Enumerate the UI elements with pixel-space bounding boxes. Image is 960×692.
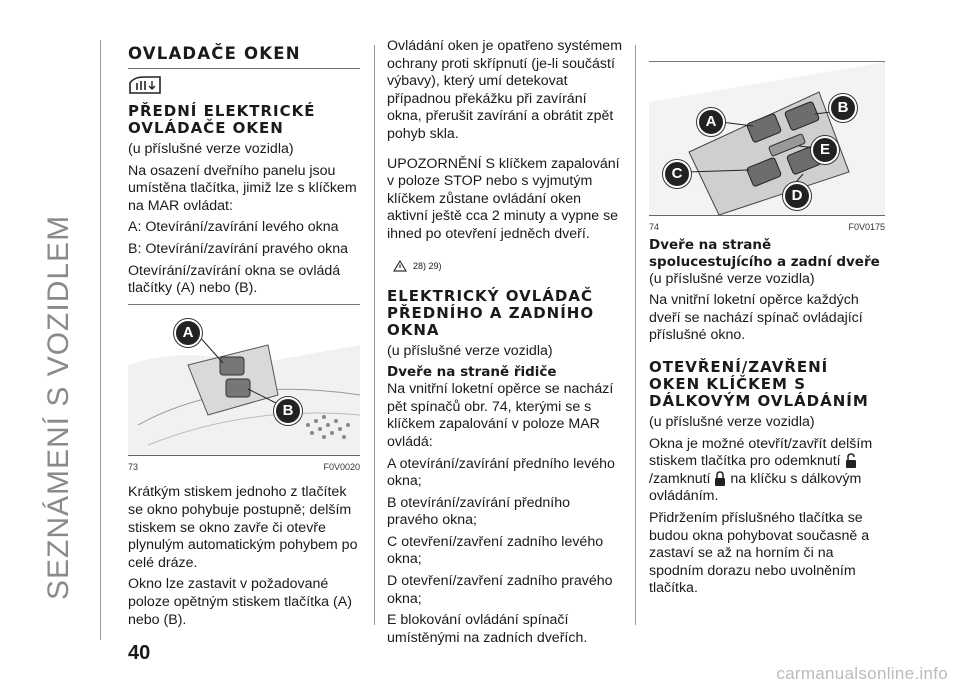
figure-top-rule: [649, 61, 885, 62]
side-title-text: SEZNÁMENÍ S VOZIDLEM: [42, 214, 75, 600]
window-icon: [128, 75, 360, 97]
body-text: Okno lze zastavit v požadované poloze op…: [128, 576, 352, 628]
item-c: C otevření/zavření zadního levého okna;: [387, 533, 604, 568]
page-title: OVLADAČE OKEN: [128, 44, 301, 63]
callout-a: A: [174, 318, 202, 347]
figure-code: F0V0175: [848, 222, 885, 232]
figure-top-rule: [128, 303, 360, 305]
warning-icon: [393, 260, 407, 272]
column-2: Ovládání oken je opatřeno systémem ochra…: [387, 38, 623, 651]
reference-line: 28) 29): [393, 258, 623, 274]
body-text: Na vnitřní loketní opěrce se nachází pět…: [387, 381, 614, 450]
callout-b: B: [274, 396, 302, 425]
column-divider-1: [374, 45, 375, 625]
section-title-front-rear: ELEKTRICKÝ OVLÁDAČ PŘEDNÍHO A ZADNÍHO OK…: [387, 286, 595, 339]
title-rule: [128, 68, 360, 69]
figure-74: A B C D E: [649, 62, 885, 216]
item-b: B: Otevírání/zavírání pravého okna: [128, 240, 349, 257]
subsection-title-driver: Dveře na straně řidiče: [387, 364, 557, 381]
armrest-switch-illustration: [649, 62, 885, 216]
column-1: OVLADAČE OKEN PŘEDNÍ ELEKTRICKÉ OVLÁDAČE…: [128, 44, 361, 633]
callout-b: B: [829, 94, 857, 122]
column-divider-2: [635, 45, 636, 625]
version-note: (u příslušné verze vozidla): [649, 270, 815, 287]
callout-c: C: [663, 160, 691, 188]
version-note: (u příslušné verze vozidla): [128, 141, 294, 157]
version-note: (u příslušné verze vozidla): [649, 413, 815, 430]
side-divider: [100, 40, 101, 640]
figure-number: 74: [649, 222, 660, 232]
item-d: D otevření/zavření zadního pravého okna;: [387, 573, 613, 607]
door-switch-illustration: [128, 334, 361, 455]
item-a: A: Otevírání/zavírání levého okna: [128, 219, 339, 236]
section-title-remote: OTEVŘENÍ/ZAVŘENÍ OKEN KLÍČKEM S DÁLKOVÝM…: [649, 357, 869, 410]
page-number: 40: [128, 642, 151, 664]
body-text: Na vnitřní loketní opěrce každých dveří …: [649, 292, 863, 344]
subsection-title-passenger: Dveře na straně spolucestujícího a zadní…: [649, 236, 880, 270]
lock-icon: [715, 471, 726, 486]
remote-text-b: /zamknutí: [649, 470, 711, 487]
figure-caption: 74 F0V0175: [649, 219, 885, 237]
callout-e: E: [811, 136, 839, 164]
item-e: E blokování ovládání spínačí umístěnými …: [387, 612, 588, 646]
unlock-icon: [845, 453, 856, 469]
remote-text-c: na klíčku s dálkovým ovládáním.: [649, 470, 862, 505]
footer-watermark: carmanualsonline.info: [776, 664, 948, 683]
version-note: (u příslušné verze vozidla): [387, 342, 553, 359]
body-text: Na osazení dveřního panelu jsou umístěna…: [128, 162, 357, 214]
figure-caption: 73 F0V0020: [128, 459, 360, 477]
body-text: Přidržením příslušného tlačítka se budou…: [649, 509, 870, 597]
callout-a: A: [697, 108, 725, 136]
item-b: B otevírání/zavírání předního pravého ok…: [387, 494, 570, 529]
warning-text: UPOZORNĚNÍ S klíčkem zapalování v poloze…: [387, 155, 620, 242]
body-text-remote: Okna je možné otevřít/zavřít delším stis…: [649, 436, 885, 506]
section-title-front-windows: PŘEDNÍ ELEKTRICKÉ OVLÁDAČE OKEN: [128, 102, 316, 137]
figure-73: A B: [128, 305, 361, 456]
remote-text-a: Okna je možné otevřít/zavřít delším stis…: [649, 435, 873, 470]
body-text: Krátkým stiskem jednoho z tlačítek se ok…: [128, 484, 358, 571]
body-text: Ovládání oken je opatřeno systémem ochra…: [387, 38, 623, 142]
note-references: 28) 29): [412, 260, 442, 271]
column-3: A B C D E 74 F0V0175 Dveře na straně spo…: [649, 45, 885, 602]
figure-code: F0V0020: [323, 461, 360, 472]
body-text: Otevírání/zavírání okna se ovládá tlačít…: [128, 262, 341, 297]
item-a: A otevírání/zavírání předního levého okn…: [387, 455, 615, 490]
figure-number: 73: [128, 461, 139, 472]
callout-d: D: [783, 182, 811, 210]
